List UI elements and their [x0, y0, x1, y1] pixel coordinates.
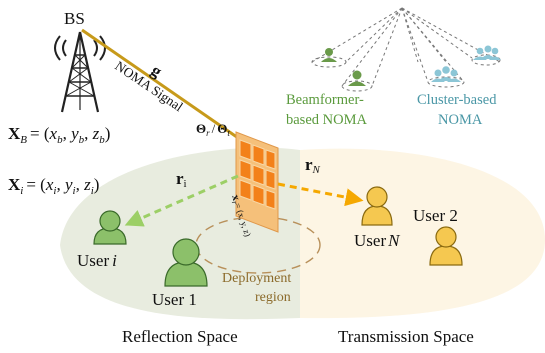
rn-arrow	[277, 182, 364, 207]
deployment-label-line2: region	[255, 290, 291, 305]
transmission-space-region	[300, 148, 545, 319]
xi-equation: Xi= (xi, yi, zi)	[8, 175, 99, 197]
noma-schemes-cone	[311, 7, 501, 92]
deployment-label-line1: Deployment	[222, 271, 291, 286]
bs-label: BS	[64, 9, 85, 28]
beamformer-users-icon	[321, 48, 366, 86]
cluster-users-icon	[431, 45, 501, 82]
star-ris-panel	[235, 131, 279, 233]
noma-signal-line	[81, 28, 245, 144]
ri-label: ri	[176, 169, 187, 190]
cluster-label-line2: NOMA	[438, 112, 483, 128]
user-1-label: User 1	[152, 290, 197, 309]
user-2-icon	[429, 226, 463, 266]
transmission-space-label: Transmission Space	[338, 327, 474, 346]
user-2-label: User 2	[413, 206, 458, 225]
user-n-icon	[361, 186, 393, 226]
ris-elements	[239, 139, 276, 210]
noma-signal-label: NOMA Signal	[112, 58, 186, 114]
reflection-space-label: Reflection Space	[122, 327, 238, 346]
ri-arrow	[124, 174, 239, 227]
beamformer-label-line2: based NOMA	[286, 112, 367, 128]
rn-label: rN	[305, 155, 321, 176]
bs-tower-icon	[54, 31, 106, 113]
cluster-label-line1: Cluster-based	[417, 92, 497, 108]
beamformer-label-line1: Beamformer-	[286, 92, 364, 108]
user-i-icon	[93, 210, 127, 245]
deployment-region-ellipse	[195, 216, 321, 274]
xb-equation: XB= (xb, yb, zb)	[8, 124, 110, 146]
theta-label: Θr/Θt	[196, 121, 230, 138]
user-1-icon	[164, 238, 208, 287]
